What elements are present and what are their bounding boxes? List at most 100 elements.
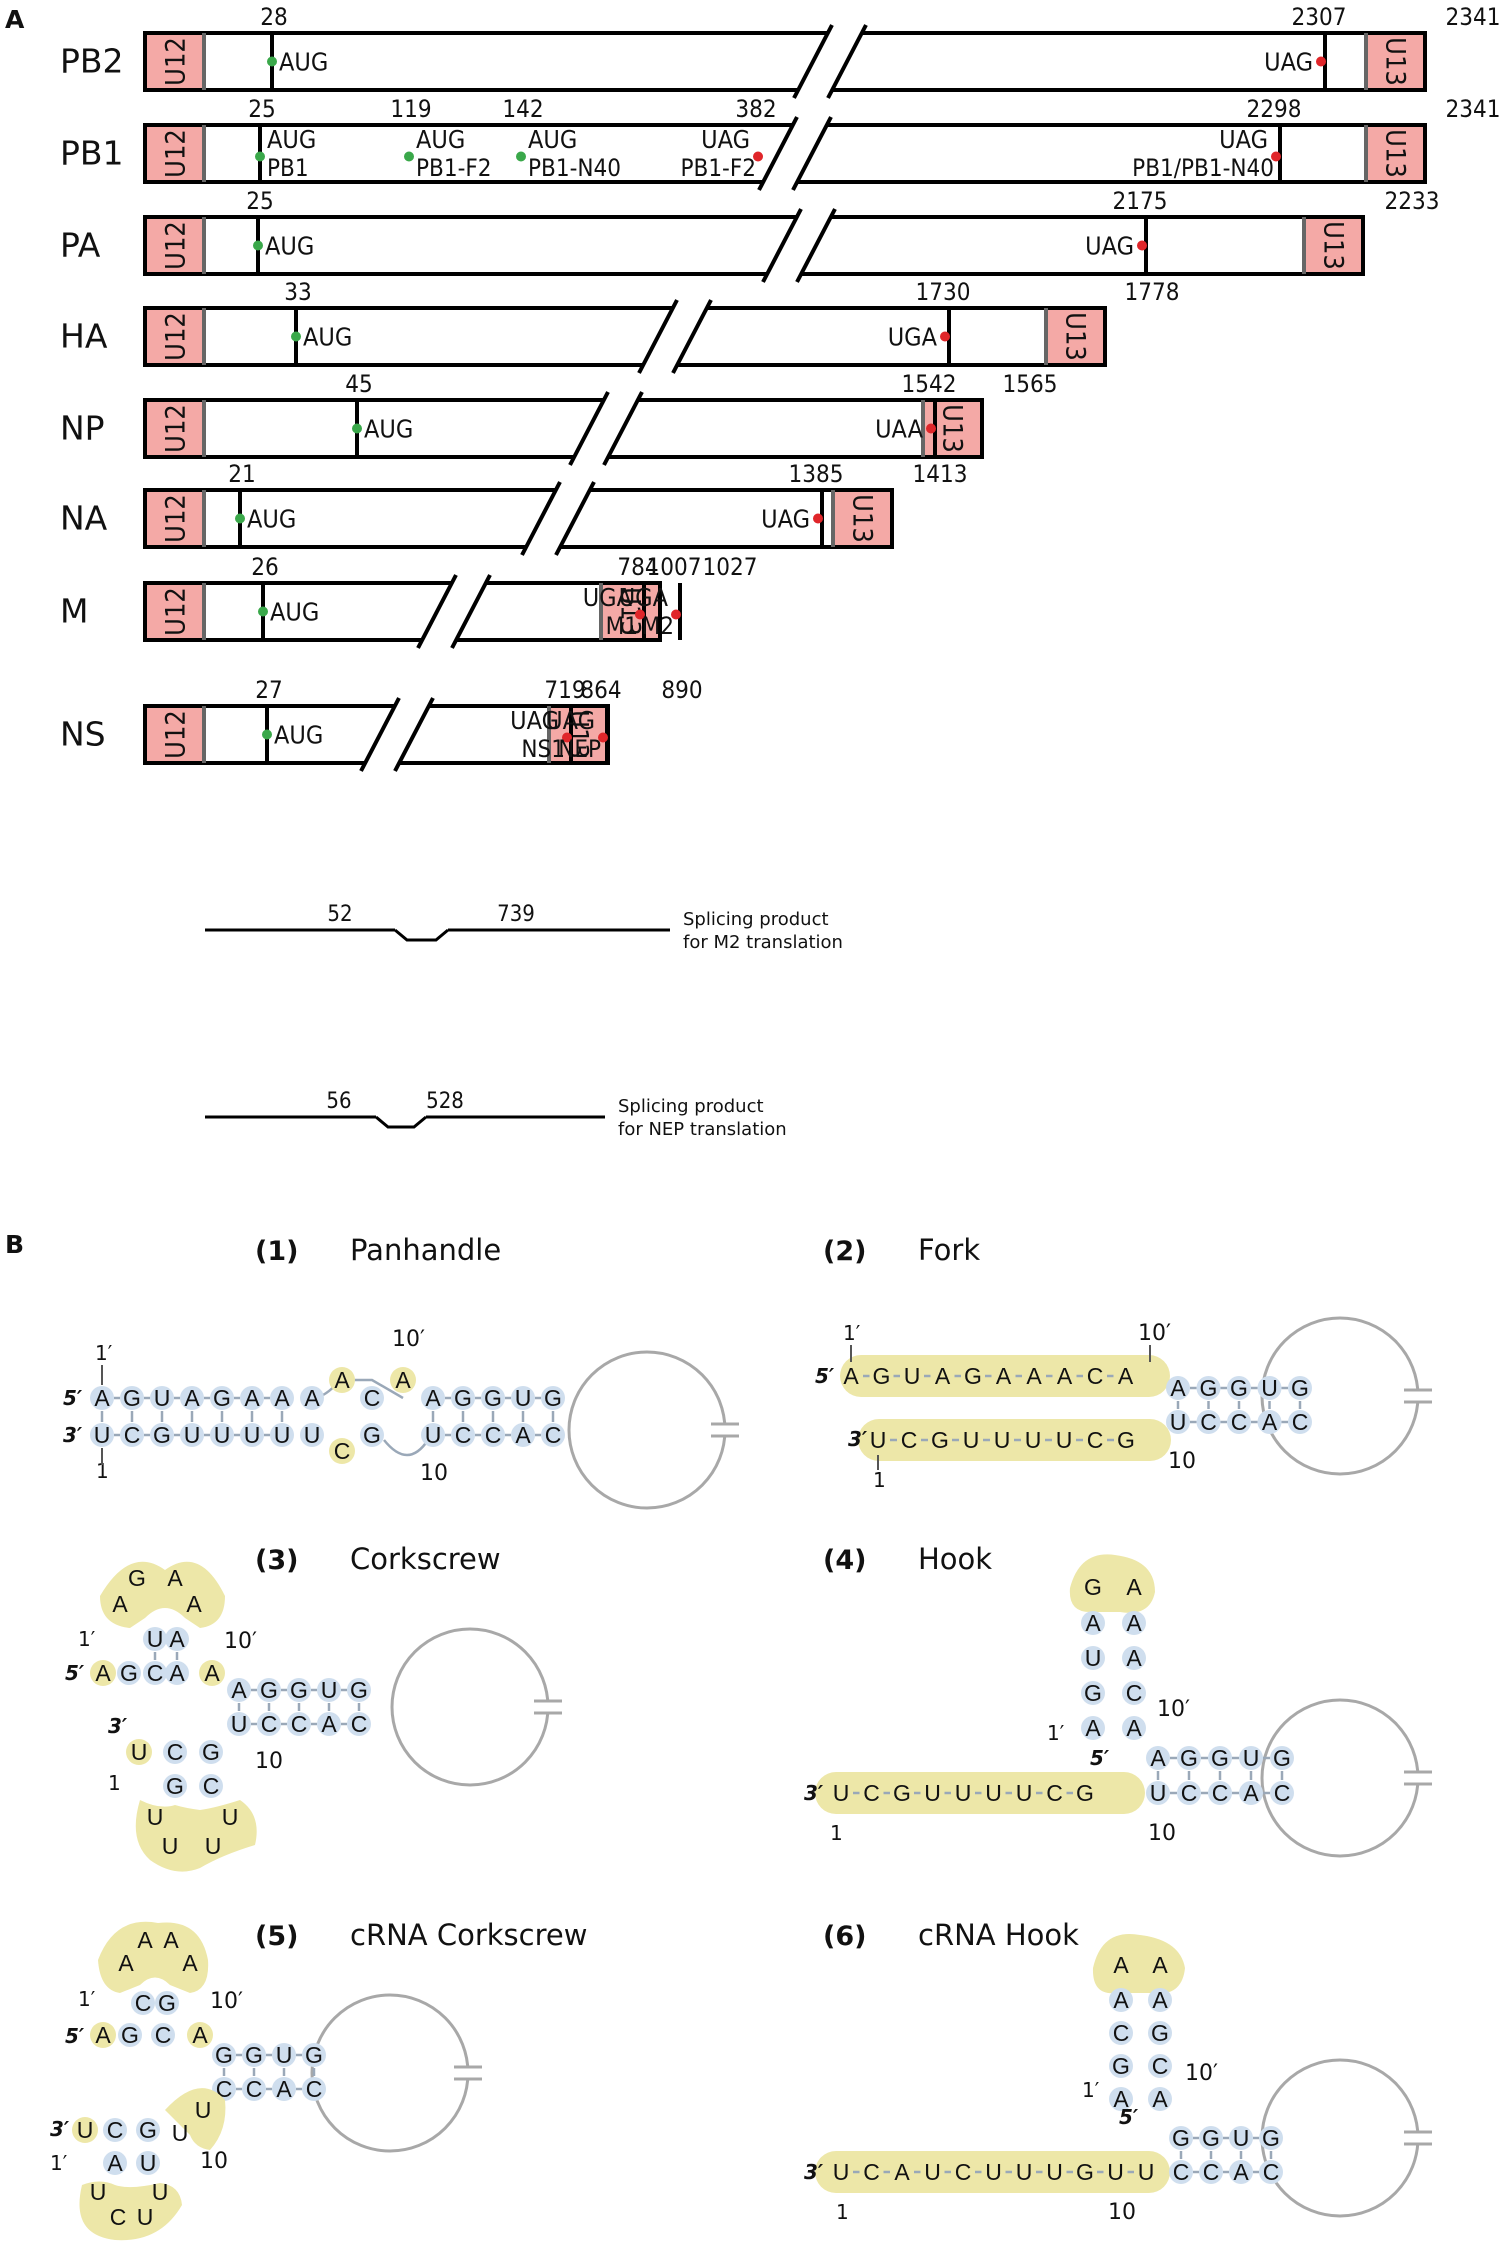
nucleotide-bg	[329, 1438, 355, 1464]
nucleotide: A	[1152, 2086, 1168, 2112]
segment-length: 1778	[1125, 278, 1180, 306]
end-label-ten-p: 10′	[1138, 1321, 1171, 1346]
nucleotide-bg	[541, 1386, 565, 1410]
nucleotide: U	[90, 2179, 107, 2205]
start-position: 33	[284, 278, 311, 306]
nucleotide: A	[94, 1385, 110, 1411]
end-label-one-p: 1′	[50, 2151, 68, 2175]
nucleotide-bg	[150, 1423, 174, 1447]
break-line	[761, 208, 803, 283]
nucleotide: A	[1152, 1952, 1168, 1978]
nucleotide: A	[95, 2022, 111, 2048]
nucleotide: A	[274, 1385, 290, 1411]
u13-box	[1304, 219, 1361, 272]
end-label-three: 3′	[50, 2117, 70, 2141]
nucleotide: U	[304, 1422, 321, 1448]
end-label-one: 1	[96, 1459, 109, 1483]
nucleotide-bg	[72, 2117, 98, 2143]
u12-label: U12	[161, 312, 192, 361]
stop-dot	[1316, 56, 1326, 67]
break-line	[450, 574, 492, 649]
nucleotide-bg	[180, 1423, 204, 1447]
nucleotide: U	[515, 1385, 532, 1411]
nucleotide-bg	[1109, 2054, 1133, 2078]
panel-b-letter: B	[5, 1230, 24, 1259]
nucleotide-bg	[155, 1991, 179, 2015]
nucleotide: C	[306, 2076, 323, 2102]
start-codon: AUG	[528, 125, 577, 154]
start-dot	[352, 423, 362, 434]
stop-codon: UGA	[619, 583, 669, 612]
end-label-one-p: 1′	[78, 1987, 96, 2011]
nucleotide-bg	[136, 2151, 160, 2175]
stop-dot	[635, 609, 645, 620]
nucleotide-bg	[1177, 1781, 1201, 1805]
nucleotide-bg	[511, 1423, 535, 1447]
splice-caption: Splicing product	[618, 1096, 764, 1117]
segment-loop	[1260, 1698, 1420, 1858]
stop-dot	[671, 609, 681, 620]
nucleotide: C	[203, 1773, 220, 1799]
nucleotide-bg	[1239, 1781, 1263, 1805]
stop-codon: UAA	[875, 415, 924, 444]
nucleotide: A	[107, 2150, 123, 2176]
nucleotide-bg	[257, 1678, 281, 1702]
nucleotide: G	[1200, 1375, 1218, 1401]
nucleotide: A	[1085, 1715, 1101, 1741]
end-label-ten: 10	[420, 1461, 448, 1486]
end-label-five: 5′	[65, 2024, 85, 2048]
nucleotide-bg	[1270, 1746, 1294, 1770]
nucleotide: U	[1138, 2159, 1155, 2185]
segment-loop	[567, 1350, 727, 1510]
nucleotide: U	[152, 2179, 169, 2205]
nucleotide: A	[1057, 1363, 1073, 1389]
nucleotide-bg	[199, 1660, 225, 1686]
u13-label: U13	[1380, 129, 1411, 178]
nucleotide: C	[124, 1422, 141, 1448]
start-codon: AUG	[265, 232, 314, 261]
stop-codon: UAG	[546, 706, 595, 735]
start-dot	[267, 56, 277, 67]
stop-codon: UAG	[510, 706, 559, 735]
nucleotide: C	[261, 1711, 278, 1737]
nucleotide: A	[169, 1660, 185, 1686]
u12-label: U12	[161, 710, 192, 759]
nucleotide: C	[291, 1711, 308, 1737]
segment-box	[143, 31, 1427, 92]
nucleotide: G	[260, 1677, 278, 1703]
stop-position: 1542	[902, 370, 957, 398]
nucleotide: A	[1150, 1745, 1166, 1771]
end-label-three: 3′	[108, 1714, 128, 1738]
structure-number: (2)	[823, 1236, 866, 1267]
nucleotide: G	[1151, 2020, 1169, 2046]
nucleotide: C	[1200, 1409, 1217, 1435]
nucleotide: U	[1046, 2159, 1063, 2185]
stop-codon: UGA	[888, 323, 938, 352]
nucleotide: A	[204, 1660, 220, 1686]
nucleotide-bg	[1081, 1646, 1105, 1670]
nucleotide: U	[1233, 2125, 1250, 2151]
nucleotide-bg	[1259, 2160, 1283, 2184]
end-label-one: 1	[830, 1821, 843, 1845]
nucleotide-bg	[300, 1386, 324, 1410]
segment-length: 1565	[1003, 370, 1058, 398]
nucleotide-bg	[1109, 1988, 1133, 2012]
nucleotide: A	[182, 1950, 198, 1976]
nucleotide: U	[195, 2097, 212, 2123]
nucleotide-bg	[481, 1423, 505, 1447]
nucleotide-bg	[150, 1386, 174, 1410]
nucleotide-bg	[1146, 1781, 1170, 1805]
nucleotide: G	[1230, 1375, 1248, 1401]
nucleotide: A	[276, 2076, 292, 2102]
nucleotide-bg	[1196, 1410, 1221, 1434]
end-label-ten: 10	[1108, 2200, 1136, 2225]
structure-number: (1)	[255, 1236, 298, 1267]
nucleotide-bg	[212, 2043, 236, 2067]
nucleotide: A	[1126, 1610, 1142, 1636]
u12-box	[147, 708, 204, 761]
